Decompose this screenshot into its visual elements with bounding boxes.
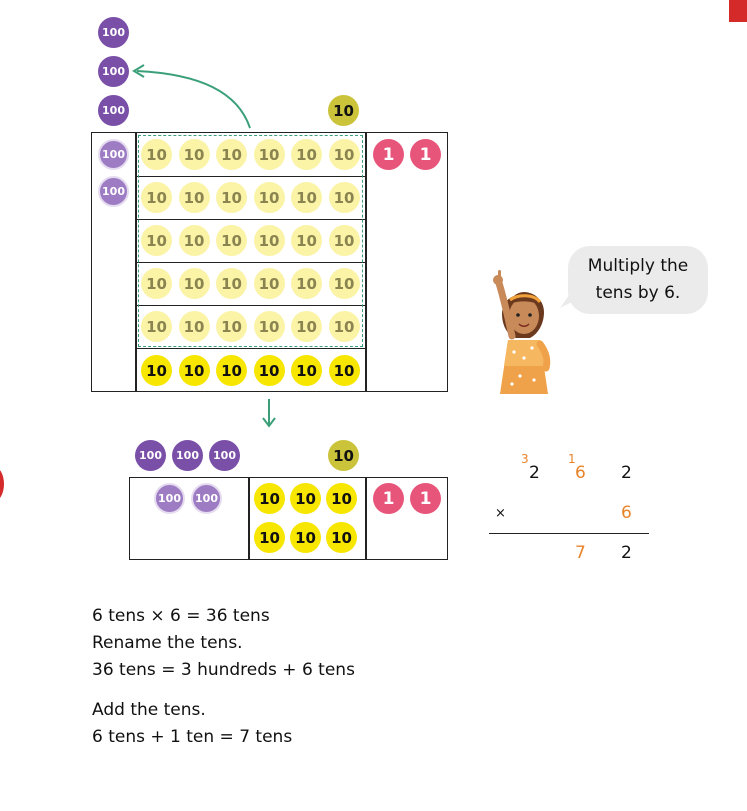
one-counter: 1 <box>373 139 404 170</box>
corner-tab <box>729 0 747 22</box>
hundred-counter: 100 <box>172 440 203 471</box>
hundred-counter: 100 <box>98 95 129 126</box>
ten-counter: 10 <box>328 440 359 471</box>
top-digit-tens: 6 <box>575 463 586 483</box>
ten-counter: 10 <box>291 268 322 299</box>
ten-counter: 10 <box>328 311 360 342</box>
multiplier-digit: 6 <box>621 503 632 523</box>
row-divider <box>135 348 367 349</box>
ten-counter: 10 <box>290 522 321 553</box>
row-divider <box>135 176 367 177</box>
ten-counter: 10 <box>291 311 322 342</box>
speech-bubble-text: Multiply the tens by 6. <box>568 253 708 307</box>
top-digit-ones: 2 <box>621 463 632 483</box>
ten-counter: 10 <box>291 139 322 170</box>
ten-counter: 10 <box>141 225 172 256</box>
result-digit-tens: 7 <box>575 543 586 563</box>
girl-character-illustration <box>493 270 551 394</box>
statement-multiply: 6 tens × 6 = 36 tens <box>92 606 270 626</box>
ten-counter: 10 <box>328 355 360 386</box>
ten-counter: 10 <box>216 268 247 299</box>
side-tab <box>0 466 4 502</box>
statement-rename-heading: Rename the tens. <box>92 633 243 653</box>
statement-rename: 36 tens = 3 hundreds + 6 tens <box>92 660 355 680</box>
row-divider <box>135 305 367 306</box>
ten-counter: 10 <box>328 139 360 170</box>
ten-counter: 10 <box>216 225 247 256</box>
ten-counter: 10 <box>178 268 210 299</box>
speech-line-1: Multiply the <box>587 256 689 276</box>
ten-counter: 10 <box>328 95 359 126</box>
speech-line-2: tens by 6. <box>595 283 681 303</box>
one-counter: 1 <box>373 483 404 514</box>
ten-counter: 10 <box>253 182 285 213</box>
answer-line <box>489 533 649 534</box>
ten-counter: 10 <box>328 268 360 299</box>
ten-counter: 10 <box>253 139 285 170</box>
ten-counter: 10 <box>291 225 322 256</box>
statement-add-heading: Add the tens. <box>92 700 206 720</box>
result-digit-ones: 2 <box>621 543 632 563</box>
ten-counter: 10 <box>216 355 247 386</box>
hundred-counter: 100 <box>98 139 129 170</box>
ten-counter: 10 <box>253 225 285 256</box>
hundred-counter: 100 <box>98 56 129 87</box>
hundred-counter: 100 <box>154 483 185 514</box>
tens-column <box>248 477 367 560</box>
ten-counter: 10 <box>328 182 360 213</box>
ten-counter: 10 <box>254 522 285 553</box>
ten-counter: 10 <box>291 182 322 213</box>
hundred-counter: 100 <box>135 440 166 471</box>
ten-counter: 10 <box>178 311 210 342</box>
ten-counter: 10 <box>254 483 285 514</box>
ten-counter: 10 <box>141 182 172 213</box>
ten-counter: 10 <box>216 139 247 170</box>
hundreds-column <box>129 477 250 560</box>
hundred-counter: 100 <box>209 440 240 471</box>
one-counter: 1 <box>410 139 441 170</box>
speech-bubble <box>568 246 708 314</box>
multiply-operator: × <box>495 506 506 521</box>
hundred-counter: 100 <box>98 176 129 207</box>
ten-counter: 10 <box>141 311 172 342</box>
ten-counter: 10 <box>290 483 321 514</box>
ten-counter: 10 <box>178 182 210 213</box>
one-counter: 1 <box>410 483 441 514</box>
hundred-counter: 100 <box>98 17 129 48</box>
ten-counter: 10 <box>141 355 172 386</box>
ten-counter: 10 <box>178 225 210 256</box>
statement-add: 6 tens + 1 ten = 7 tens <box>92 727 293 747</box>
ten-counter: 10 <box>178 139 210 170</box>
ten-counter: 10 <box>216 182 247 213</box>
ten-counter: 10 <box>326 522 357 553</box>
ten-counter: 10 <box>328 225 360 256</box>
carry-hundreds: 3 <box>521 452 529 466</box>
ten-counter: 10 <box>253 355 285 386</box>
regroup-selection <box>138 135 363 347</box>
ten-counter: 10 <box>253 311 285 342</box>
ten-counter: 10 <box>253 268 285 299</box>
ten-counter: 10 <box>326 483 357 514</box>
hundred-counter: 100 <box>191 483 222 514</box>
speech-bubble-tail <box>560 288 580 308</box>
top-digit-hundreds: 2 <box>529 463 540 483</box>
row-divider <box>135 262 367 263</box>
ten-counter: 10 <box>141 268 172 299</box>
ten-counter: 10 <box>178 355 210 386</box>
ten-counter: 10 <box>216 311 247 342</box>
ten-counter: 10 <box>141 139 172 170</box>
ones-column <box>365 477 448 560</box>
row-divider <box>135 219 367 220</box>
ten-counter: 10 <box>291 355 322 386</box>
carry-tens: 1 <box>568 452 576 466</box>
